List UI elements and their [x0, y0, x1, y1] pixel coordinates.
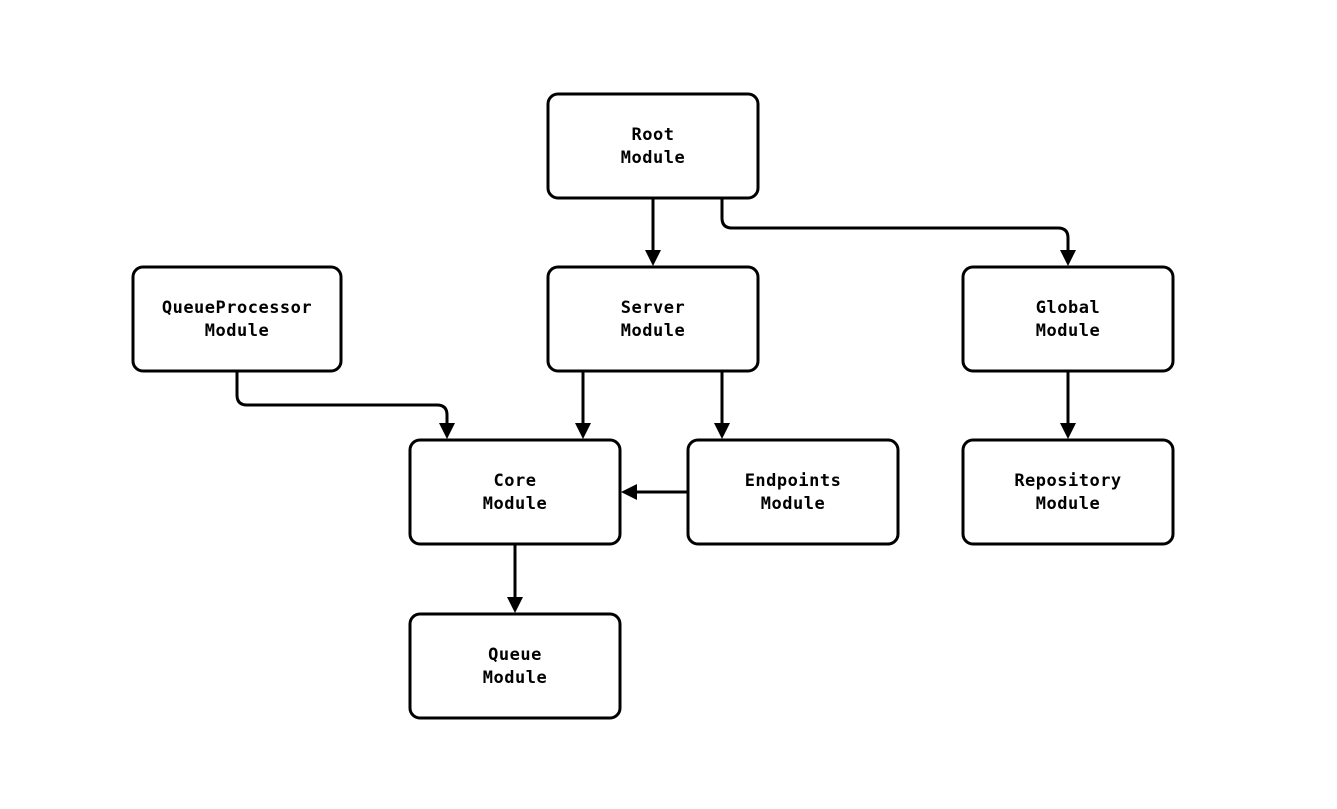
edge-global-to-repository-arrowhead: [1060, 423, 1076, 439]
repository-module-node-box[interactable]: [961, 438, 1175, 546]
edge-root-to-global: [720, 198, 1076, 266]
queue-module-node-box[interactable]: [408, 612, 622, 720]
edge-queueprocessor-to-core-arrowhead: [439, 423, 455, 439]
edge-server-to-endpoints: [714, 371, 730, 439]
repository-module-node-label-line1: Repository: [1014, 471, 1121, 491]
edges-layer: [235, 198, 1076, 613]
root-module-node-label-line1: Root: [632, 125, 675, 145]
root-module-node-box[interactable]: [546, 92, 760, 200]
nodes-layer: RootModuleQueueProcessorModuleServerModu…: [131, 92, 1175, 720]
edge-root-to-global-line: [720, 198, 1070, 251]
server-module-node-box[interactable]: [546, 265, 760, 373]
edge-core-to-queue: [507, 544, 523, 613]
queueprocessor-module-node-label-line1: QueueProcessor: [162, 298, 312, 318]
core-module-node-label-line1: Core: [494, 471, 537, 491]
edge-server-to-endpoints-arrowhead: [714, 423, 730, 439]
endpoints-module-node-box[interactable]: [686, 438, 900, 546]
edge-root-to-global-arrowhead: [1060, 250, 1076, 266]
edge-queueprocessor-to-core: [235, 371, 455, 439]
edge-root-to-server-arrowhead: [645, 250, 661, 266]
repository-module-node-label-line2: Module: [1036, 494, 1100, 514]
root-module-node-label-line2: Module: [621, 148, 685, 168]
queue-module-node-label-line2: Module: [483, 668, 547, 688]
core-module-node-box[interactable]: [408, 438, 622, 546]
core-module-node-label-line2: Module: [483, 494, 547, 514]
edge-global-to-repository: [1060, 371, 1076, 439]
edge-endpoints-to-core-arrowhead: [621, 484, 637, 500]
edge-server-to-core: [575, 371, 591, 439]
queue-module-node-label-line1: Queue: [488, 645, 542, 665]
server-module-node-label-line2: Module: [621, 321, 685, 341]
endpoints-module-node-label-line1: Endpoints: [745, 471, 842, 491]
global-module-node-label-line1: Global: [1036, 298, 1100, 318]
endpoints-module-node-label-line2: Module: [761, 494, 825, 514]
edge-queueprocessor-to-core-line: [235, 371, 449, 424]
global-module-node-box[interactable]: [961, 265, 1175, 373]
queueprocessor-module-node-label-line2: Module: [205, 321, 269, 341]
server-module-node-label-line1: Server: [621, 298, 685, 318]
global-module-node-label-line2: Module: [1036, 321, 1100, 341]
edge-root-to-server: [645, 198, 661, 266]
edge-endpoints-to-core: [621, 484, 688, 500]
edge-server-to-core-arrowhead: [575, 423, 591, 439]
queueprocessor-module-node-box[interactable]: [131, 265, 343, 373]
edge-core-to-queue-arrowhead: [507, 597, 523, 613]
